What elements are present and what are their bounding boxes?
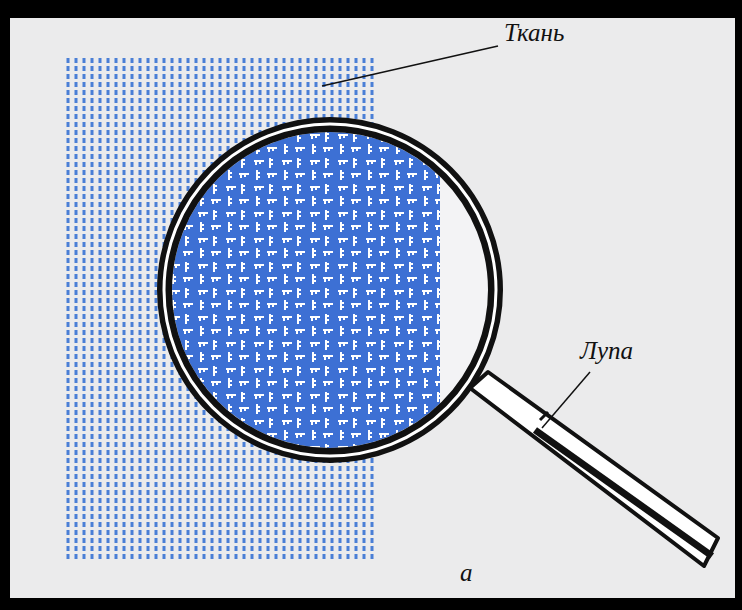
thread bbox=[83, 58, 86, 562]
thread bbox=[115, 58, 118, 562]
thread bbox=[123, 58, 126, 562]
magnified-weave bbox=[150, 110, 510, 470]
magnifier-rim-inner bbox=[164, 124, 496, 456]
leader-line bbox=[542, 372, 590, 428]
magnifier-rim-edge bbox=[171, 131, 489, 449]
magnifier-rim bbox=[164, 124, 496, 456]
thread bbox=[75, 58, 78, 562]
thread bbox=[99, 58, 102, 562]
thread bbox=[67, 58, 70, 562]
leader-line bbox=[322, 46, 498, 86]
thread bbox=[147, 58, 150, 562]
part-label: Ткань bbox=[504, 20, 564, 45]
magnifier-handle bbox=[470, 372, 718, 566]
thread bbox=[155, 58, 158, 562]
thread bbox=[131, 58, 134, 562]
thread bbox=[91, 58, 94, 562]
thread bbox=[107, 58, 110, 562]
top-bar bbox=[0, 0, 460, 10]
figure-letter: а bbox=[460, 560, 473, 585]
paper bbox=[10, 18, 735, 598]
part-label: Лупа bbox=[580, 338, 633, 363]
thread bbox=[139, 58, 142, 562]
